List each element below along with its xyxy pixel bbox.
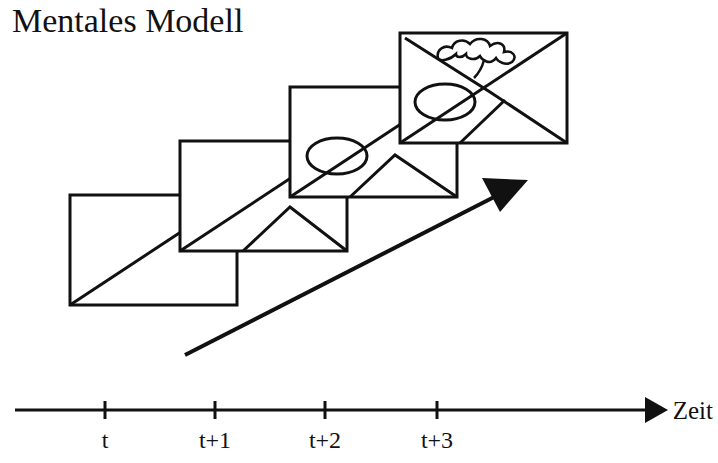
time-tick-label: t+3 bbox=[421, 428, 453, 452]
time-tick-label: t bbox=[102, 428, 109, 452]
time-axis bbox=[15, 397, 668, 423]
axis-label: Zeit bbox=[673, 398, 713, 423]
time-tick-label: t+1 bbox=[199, 428, 231, 452]
frame-t3 bbox=[400, 33, 567, 143]
time-tick-label: t+2 bbox=[309, 428, 341, 452]
diagram-title: Mentales Modell bbox=[12, 4, 243, 38]
progression-arrow bbox=[185, 178, 528, 355]
